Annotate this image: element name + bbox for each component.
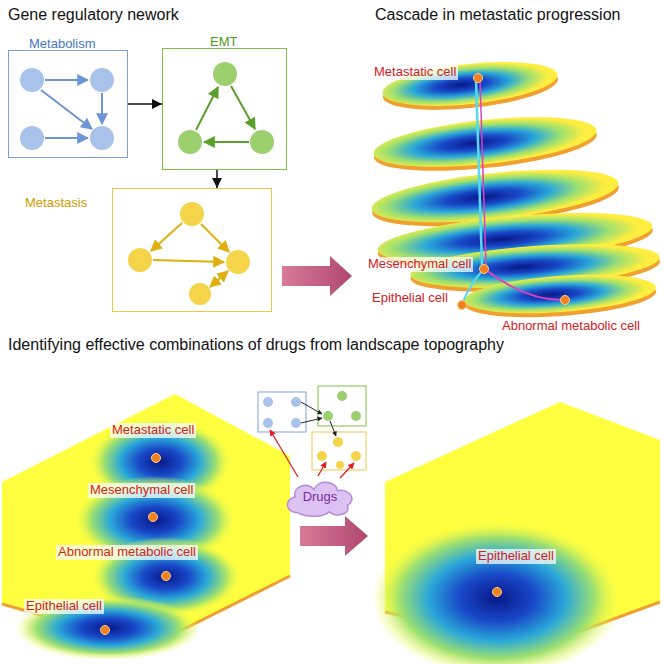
regulation-arrow	[128, 103, 162, 105]
label-anchor: Abnormal metabolic cell	[56, 542, 198, 560]
panel-title: Cascade in metastatic progression	[375, 6, 620, 24]
label-anchor: Metastatic cell	[110, 420, 196, 438]
metastasis-module: Metastasis	[112, 188, 272, 312]
module-heading: Metastasis	[25, 196, 87, 211]
mini-network	[258, 386, 366, 478]
panel-title: Identifying effective combinations of dr…	[8, 336, 504, 354]
transition-arrow	[282, 256, 352, 296]
state-label: Metastatic cell	[110, 423, 196, 438]
treatment-arrow	[300, 516, 368, 556]
label-anchor: Cascade in metastatic progression	[375, 6, 620, 24]
label-anchor: Mesenchymal cell	[88, 480, 195, 498]
label-anchor: Identifying effective combinations of dr…	[8, 336, 504, 354]
state-label: Epithelial cell	[24, 599, 104, 614]
landscape-stack	[369, 55, 661, 323]
label-anchor: Abnormal metabolic cell	[500, 316, 642, 334]
module-heading: Metabolism	[29, 37, 95, 52]
label-anchor: Epithelial cell	[24, 596, 104, 614]
panel-title: Gene regulatory nework	[8, 6, 179, 24]
label-anchor: Gene regulatory nework	[8, 6, 179, 24]
metabolism-network	[20, 68, 114, 150]
landscape-monostable	[372, 402, 660, 664]
label-anchor: Mesenchymal cell	[366, 254, 473, 272]
drugs-cloud: Drugs	[282, 476, 358, 518]
module-heading: EMT	[210, 35, 237, 50]
state-label: Abnormal metabolic cell	[500, 319, 642, 334]
label-anchor: Epithelial cell	[370, 288, 450, 306]
state-label: Epithelial cell	[476, 549, 556, 564]
state-label: Epithelial cell	[370, 291, 450, 306]
metabolism-module: Metabolism	[8, 50, 128, 158]
state-label: Metastatic cell	[372, 65, 458, 80]
state-label: Mesenchymal cell	[88, 483, 195, 498]
metastasis-network	[128, 202, 250, 305]
emt-module: EMT	[162, 48, 287, 170]
state-label: Abnormal metabolic cell	[56, 545, 198, 560]
regulation-arrow	[216, 170, 218, 188]
label-anchor: Metastatic cell	[372, 62, 458, 80]
state-label: Mesenchymal cell	[366, 257, 473, 272]
label-anchor: Epithelial cell	[476, 546, 556, 564]
landscape-multistable	[2, 394, 290, 660]
emt-network	[178, 62, 274, 154]
cloud-label: Drugs	[303, 490, 338, 505]
